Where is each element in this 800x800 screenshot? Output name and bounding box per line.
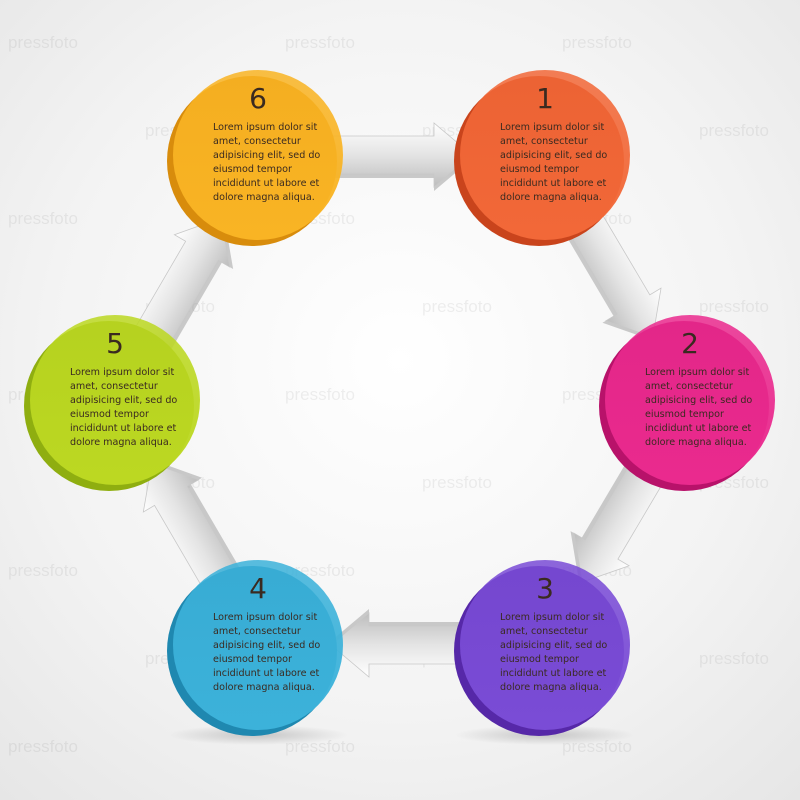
arrow-5-to-6	[130, 217, 234, 356]
step-description-line: incididunt ut labore et	[213, 178, 319, 189]
step-description-line: amet, consectetur	[213, 136, 301, 147]
step-description-line: amet, consectetur	[70, 381, 158, 392]
step-number: 1	[536, 82, 554, 115]
step-description-line: incididunt ut labore et	[70, 423, 176, 434]
step-description-line: eiusmod tempor	[645, 409, 724, 420]
step-description-line: Lorem ipsum dolor sit	[213, 122, 317, 133]
step-description-line: adipisicing elit, sed do	[645, 395, 752, 406]
arrow-icon	[130, 217, 231, 354]
arrow-3-to-4	[330, 609, 481, 678]
step-description-line: Lorem ipsum dolor sit	[213, 612, 317, 623]
watermark-text: pressfoto	[562, 33, 632, 52]
step-circle	[30, 315, 200, 485]
arrow-icon	[322, 122, 473, 188]
step-description-line: amet, consectetur	[645, 381, 733, 392]
step-circle	[173, 70, 343, 240]
step-description-line: dolore magna aliqua.	[645, 437, 747, 448]
step-description-line: incididunt ut labore et	[500, 178, 606, 189]
watermark-text: pressfoto	[285, 33, 355, 52]
step-description-line: Lorem ipsum dolor sit	[645, 367, 749, 378]
watermark-text: pressfoto	[699, 297, 769, 316]
watermark-text: pressfoto	[699, 649, 769, 668]
step-description-line: dolore magna aliqua.	[213, 682, 315, 693]
step-description-line: eiusmod tempor	[500, 164, 579, 175]
step-number: 2	[681, 327, 699, 360]
step-description-line: dolore magna aliqua.	[500, 192, 602, 203]
watermark-text: pressfoto	[422, 297, 492, 316]
step-description-line: Lorem ipsum dolor sit	[500, 122, 604, 133]
step-description-line: dolore magna aliqua.	[70, 437, 172, 448]
step-description-line: adipisicing elit, sed do	[500, 640, 607, 651]
step-number: 4	[249, 572, 267, 605]
step-description-line: amet, consectetur	[213, 626, 301, 637]
step-circle	[605, 315, 775, 485]
watermark-text: pressfoto	[699, 121, 769, 140]
step-description-line: dolore magna aliqua.	[213, 192, 315, 203]
step-circle	[460, 560, 630, 730]
watermark-text: pressfoto	[8, 33, 78, 52]
step-description-line: eiusmod tempor	[213, 654, 292, 665]
step-description-line: incididunt ut labore et	[645, 423, 751, 434]
watermark-text: pressfoto	[8, 737, 78, 756]
step-description-line: adipisicing elit, sed do	[70, 395, 177, 406]
step-description-line: amet, consectetur	[500, 626, 588, 637]
arrow-4-to-5	[142, 461, 246, 599]
step-description-line: adipisicing elit, sed do	[213, 150, 320, 161]
watermark-text: pressfoto	[422, 473, 492, 492]
step-number: 6	[249, 82, 267, 115]
step-number: 5	[106, 327, 124, 360]
arrow-icon	[142, 462, 243, 599]
watermark-text: pressfoto	[8, 561, 78, 580]
watermark-text: pressfoto	[8, 209, 78, 228]
step-description-line: dolore magna aliqua.	[500, 682, 602, 693]
step-description-line: incididunt ut labore et	[213, 668, 319, 679]
step-description-line: incididunt ut labore et	[500, 668, 606, 679]
arrow-6-to-1	[322, 122, 473, 191]
step-description-line: amet, consectetur	[500, 136, 588, 147]
step-number: 3	[536, 572, 554, 605]
watermark-text: pressfoto	[285, 385, 355, 404]
step-circle	[173, 560, 343, 730]
step-description-line: eiusmod tempor	[500, 654, 579, 665]
step-description-line: adipisicing elit, sed do	[500, 150, 607, 161]
step-description-line: Lorem ipsum dolor sit	[500, 612, 604, 623]
step-description-line: eiusmod tempor	[213, 164, 292, 175]
step-circle	[460, 70, 630, 240]
step-description-line: Lorem ipsum dolor sit	[70, 367, 174, 378]
step-description-line: adipisicing elit, sed do	[213, 640, 320, 651]
step-description-line: eiusmod tempor	[70, 409, 149, 420]
